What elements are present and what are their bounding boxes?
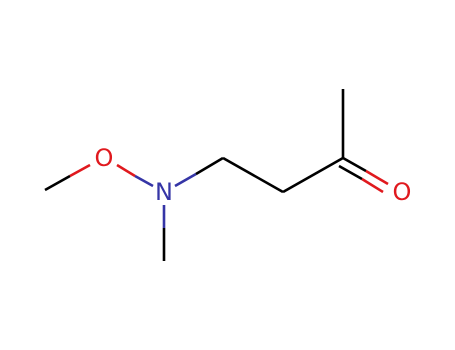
bond-carbonyl-double-a-red [365, 169, 389, 186]
bond-ch2-ch2 [222, 156, 284, 194]
bond-oxygen-nitrogen-red [116, 163, 136, 178]
atom-oxygen-ether: O [95, 144, 114, 172]
bond-carbonyl-double-a [342, 156, 367, 173]
atom-oxygen-carbonyl: O [393, 178, 412, 206]
bond-ch2-carbonyl-carbon [282, 156, 344, 194]
bond-nitrogen-ch2 [195, 156, 224, 176]
bond-carbonyl-double-b [338, 164, 363, 181]
bond-nitrogen-ch2-blue [174, 172, 197, 188]
bonds [44, 89, 389, 261]
atom-labels: O N O [95, 144, 412, 206]
bond-carbonyl-double-b-red [361, 177, 384, 194]
bond-methyl-oxygen [44, 174, 71, 192]
atom-nitrogen: N [155, 178, 173, 206]
bond-oxygen-nitrogen-blue [134, 174, 154, 188]
bond-methyl-oxygen-red [69, 163, 91, 178]
